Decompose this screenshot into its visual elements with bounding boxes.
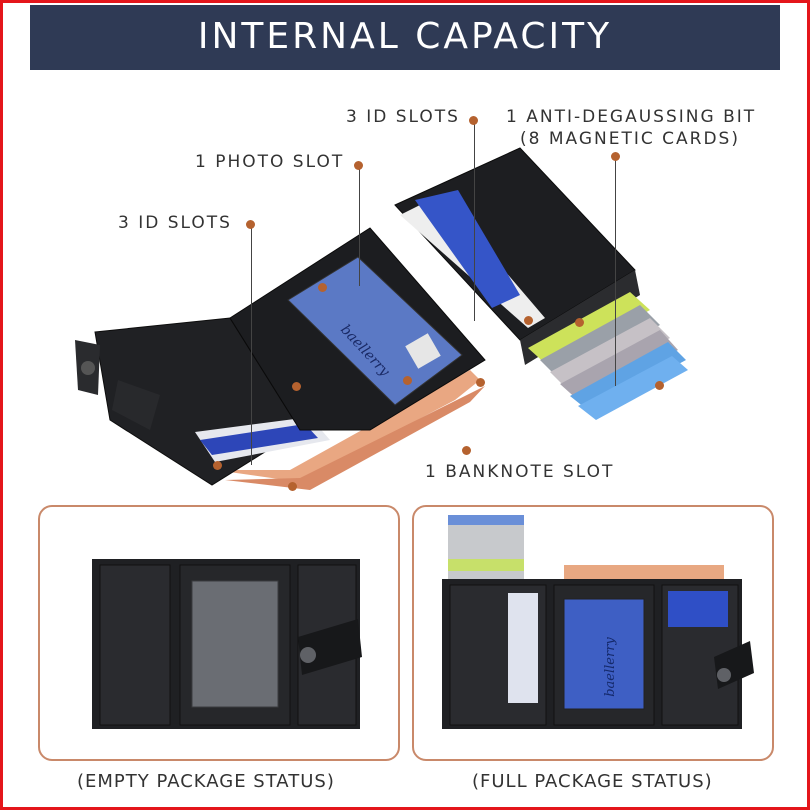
full-status-panel: baellerry: [412, 505, 774, 761]
marker-dot: [318, 283, 327, 292]
marker-dot: [403, 376, 412, 385]
clasp-strap: [298, 619, 362, 675]
label-magnetic-cards: (8 MAGNETIC CARDS): [520, 129, 740, 149]
magnetic-cards-stack: [448, 515, 524, 587]
magnetic-card: [528, 292, 650, 366]
empty-status-panel: [38, 505, 400, 761]
marker-dot: [213, 461, 222, 470]
banner-title: INTERNAL CAPACITY: [197, 16, 613, 57]
marker-dot: [246, 220, 255, 229]
marker-dot: [292, 382, 301, 391]
photo-window: [563, 598, 645, 710]
photo-window: [191, 580, 279, 708]
label-photo-slot: 1 PHOTO SLOT: [195, 152, 345, 172]
leader-line: [359, 166, 360, 286]
label-anti-degauss: 1 ANTI-DEGAUSSING BIT: [506, 107, 757, 127]
marker-dot: [611, 152, 620, 161]
leader-line: [474, 121, 475, 321]
banknote-edge: [215, 370, 480, 482]
leader-line: [615, 158, 616, 386]
marker-dot: [476, 378, 485, 387]
label-id-slots-left: 3 ID SLOTS: [118, 213, 232, 233]
marker-dot: [354, 161, 363, 170]
marker-dot: [288, 482, 297, 491]
label-id-slots-right: 3 ID SLOTS: [346, 107, 460, 127]
marker-dot: [524, 316, 533, 325]
marker-dot: [655, 381, 664, 390]
caption-full-status: (FULL PACKAGE STATUS): [472, 771, 713, 792]
label-banknote-slot: 1 BANKNOTE SLOT: [425, 462, 615, 482]
caption-empty-status: (EMPTY PACKAGE STATUS): [77, 771, 335, 792]
full-wallet-image: baellerry: [442, 515, 754, 729]
empty-wallet-image: [92, 559, 362, 729]
marker-dot: [469, 116, 478, 125]
marker-dot: [575, 318, 584, 327]
brand-logo: baellerry: [603, 637, 618, 697]
leader-line: [251, 225, 252, 465]
marker-dot: [462, 446, 471, 455]
title-banner: INTERNAL CAPACITY: [30, 5, 780, 70]
